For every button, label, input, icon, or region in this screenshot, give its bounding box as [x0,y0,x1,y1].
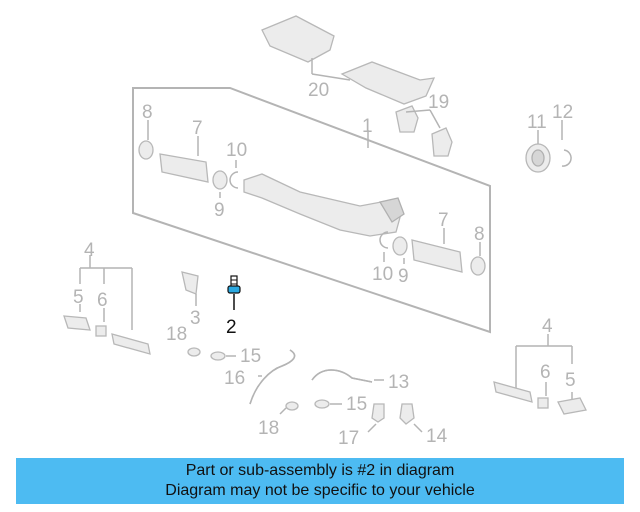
callout-18-lower: 18 [258,418,279,439]
callout-12: 12 [552,102,573,123]
callout-2: 2 [226,317,237,338]
part-19-bushing-a [395,105,419,133]
part-8-right-end [470,256,486,276]
callout-4-left: 4 [84,240,95,261]
part-5-left-tie-rod-end [63,315,91,331]
part-15-washer-a [210,351,226,361]
part-2-bolt-head [227,285,241,294]
callout-10-left: 10 [226,140,247,161]
rack-assembly-frame [132,87,491,334]
callout-1: 1 [362,116,373,137]
callout-13: 13 [388,372,409,393]
callout-15-upper: 15 [240,346,261,367]
steering-rack-housing [243,173,403,237]
part-15-washer-b [314,399,330,409]
callout-6-right: 6 [540,362,551,383]
part-8-left-end [138,140,154,160]
part-20-upper-bracket [261,15,335,63]
callout-5-right: 5 [565,370,576,391]
part-18-washer-b [285,401,299,411]
callout-9-left: 9 [214,200,225,221]
part-6-left-nut [95,325,107,337]
callout-14: 14 [426,426,448,447]
callout-9-right: 9 [398,266,409,287]
part-19-bushing-b [431,127,453,157]
part-9-right-ring [392,236,408,256]
part-5-right-tie-rod-end [557,397,587,415]
callout-20: 20 [308,80,329,101]
part-10-right-clip [379,231,389,249]
callout-5-left: 5 [73,287,84,308]
callout-15-lower: 15 [346,394,367,415]
callout-19: 19 [428,92,449,113]
callout-7-right: 7 [438,210,449,231]
callout-10-right: 10 [372,264,393,285]
part-12-ring [561,149,572,167]
info-banner: Part or sub-assembly is #2 in diagram Di… [16,458,624,504]
part-3-bracket [181,271,199,295]
callout-7-left: 7 [192,118,203,139]
callout-3: 3 [190,308,201,329]
part-4-right-tie-rod [493,381,533,403]
part-7-right-boot [411,239,463,273]
callout-6-left: 6 [97,290,108,311]
callout-11: 11 [527,112,547,133]
info-banner-line-2: Diagram may not be specific to your vehi… [165,482,475,499]
part-18-washer-a [187,347,201,357]
part-10-left-clip [229,171,239,189]
part-14-fitting [399,403,415,425]
part-7-left-boot [159,153,209,183]
part-6-right-nut [537,397,549,409]
part-4-left-tie-rod [111,333,151,355]
callout-16: 16 [224,368,245,389]
callout-4-right: 4 [542,316,553,337]
part-17-fitting [371,403,385,423]
part-20-lower-bracket [340,61,436,105]
part-9-left-ring [212,170,228,190]
part-2-bolt [227,275,241,294]
callout-8-right: 8 [474,224,485,245]
callout-17: 17 [338,428,359,449]
callout-18-upper: 18 [166,324,187,345]
info-banner-line-1: Part or sub-assembly is #2 in diagram [185,462,455,479]
callout-8-left: 8 [142,102,153,123]
